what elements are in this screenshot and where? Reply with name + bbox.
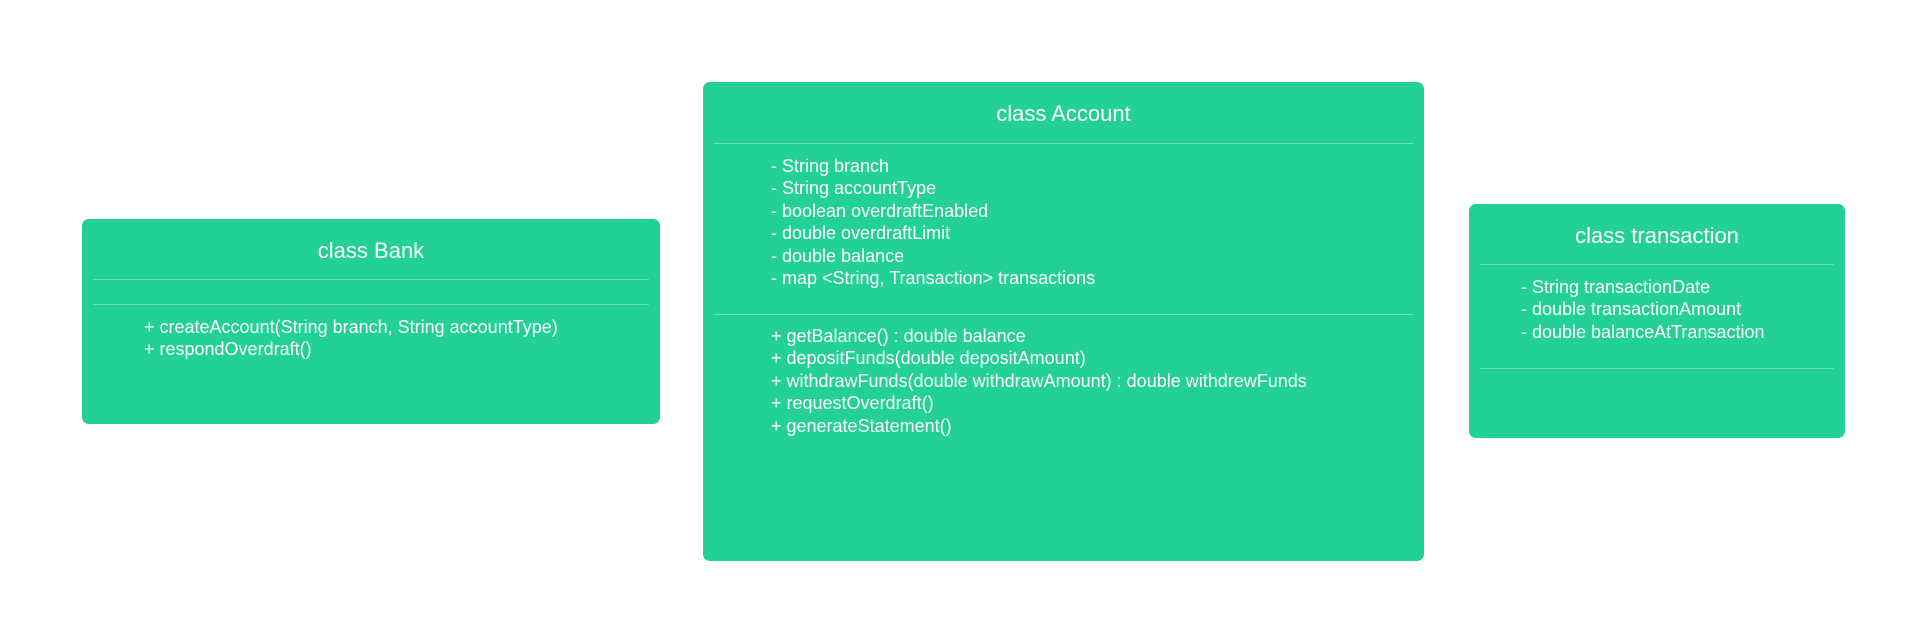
methods-section: + getBalance() : double balance + deposi… bbox=[703, 315, 1424, 437]
divider bbox=[1480, 368, 1834, 369]
method-line: + respondOverdraft() bbox=[144, 339, 312, 360]
class-title: class Account bbox=[996, 101, 1131, 126]
attributes-section bbox=[82, 280, 660, 304]
methods-section: + createAccount(String branch, String ac… bbox=[82, 305, 660, 361]
class-box-account[interactable]: class Account - String branch - String a… bbox=[703, 82, 1424, 561]
attribute-line: - boolean overdraftEnabled bbox=[771, 200, 989, 221]
divider bbox=[714, 314, 1413, 315]
attribute-line: - double overdraftLimit bbox=[771, 223, 951, 244]
class-title: class Bank bbox=[317, 238, 425, 263]
divider bbox=[93, 279, 649, 280]
attribute-line: - double transactionAmount bbox=[1521, 299, 1742, 320]
method-line: + depositFunds(double depositAmount) bbox=[771, 348, 1086, 369]
method-line: + createAccount(String branch, String ac… bbox=[144, 317, 558, 337]
attribute-line: - double balance bbox=[771, 245, 905, 266]
attribute-line: - String accountType bbox=[771, 178, 937, 199]
divider bbox=[1480, 264, 1834, 265]
attribute-line: - String branch bbox=[771, 156, 890, 176]
divider bbox=[714, 143, 1413, 144]
method-line: + generateStatement() bbox=[771, 415, 952, 436]
attribute-line: - String transactionDate bbox=[1521, 277, 1711, 297]
class-box-bank[interactable]: class Bank + createAccount(String branch… bbox=[82, 219, 660, 424]
attributes-section: - String branch - String accountType - b… bbox=[703, 144, 1424, 314]
method-line: + requestOverdraft() bbox=[771, 393, 934, 414]
attributes-section: - String transactionDate - double transa… bbox=[1469, 265, 1845, 368]
attribute-line: - double balanceAtTransaction bbox=[1521, 321, 1765, 342]
divider bbox=[93, 304, 649, 305]
class-box-transaction[interactable]: class transaction - String transactionDa… bbox=[1469, 204, 1845, 438]
attribute-line: - map <String, Transaction> transactions bbox=[771, 268, 1096, 289]
class-title: class transaction bbox=[1575, 223, 1739, 248]
method-line: + withdrawFunds(double withdrawAmount) :… bbox=[771, 370, 1307, 391]
method-line: + getBalance() : double balance bbox=[771, 326, 1026, 346]
